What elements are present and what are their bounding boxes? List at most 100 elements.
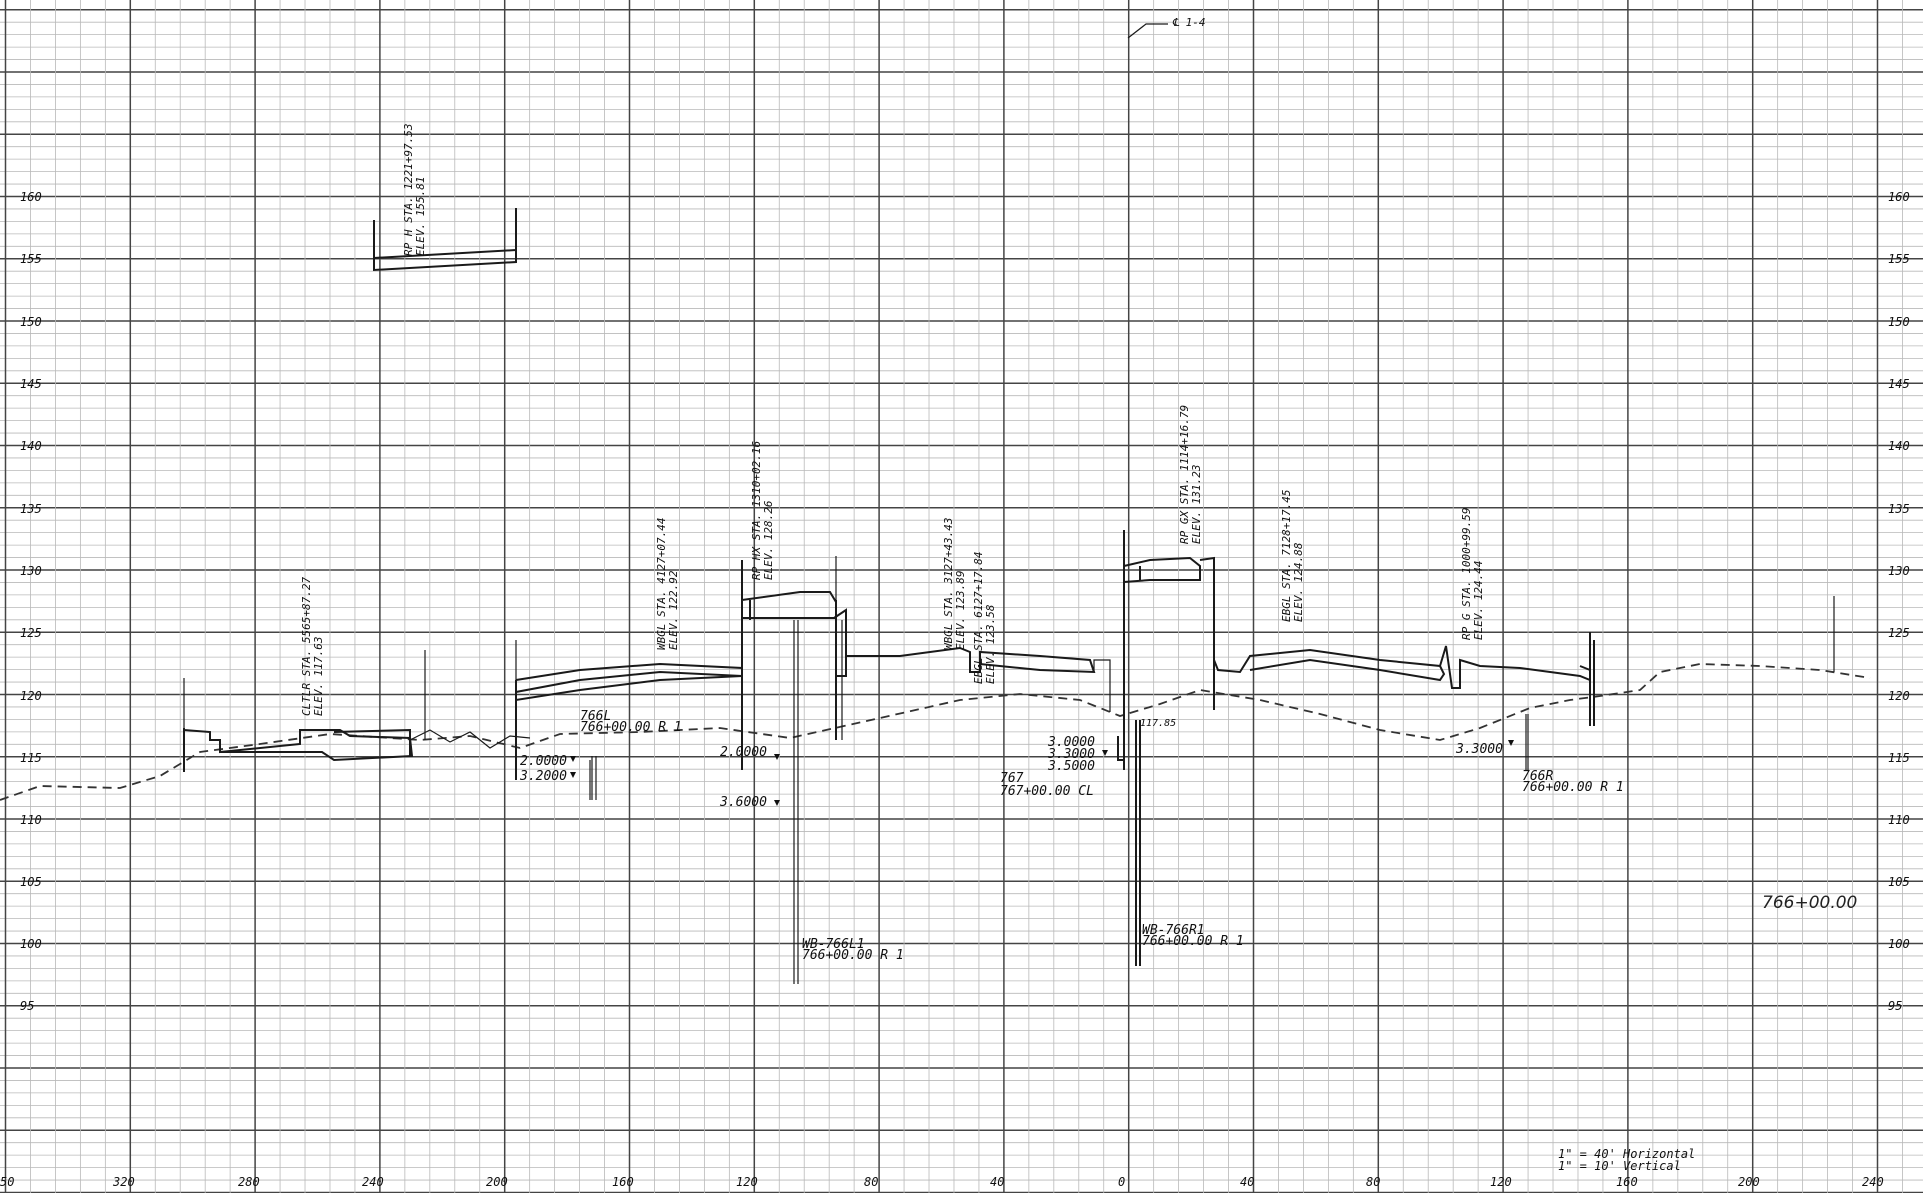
- label-line: ELEV. 124.44: [1472, 561, 1485, 640]
- offset-label: 40: [990, 1175, 1004, 1189]
- elev-label: 140: [20, 439, 42, 453]
- center-pier: [1093, 659, 1111, 712]
- depth-value: 3.2000: [519, 769, 567, 784]
- scale-horizontal: 1" = 40' Horizontal: [1558, 1147, 1695, 1161]
- depth-value: 3.5000: [1047, 759, 1095, 774]
- offset-label: 80: [1366, 1175, 1380, 1189]
- elev-label: 120: [20, 689, 42, 703]
- depth-value: 117.85: [1140, 718, 1176, 729]
- label-line: RP GX STA. 1114+16.79: [1178, 405, 1191, 544]
- depth-values: 2.0000 3.2000 2.0000 3.6000 3.0000 3.300…: [519, 718, 1503, 810]
- left-slope: [409, 729, 531, 749]
- label-line: ELEV. 131.23: [1190, 465, 1203, 544]
- elev-label: 140: [1888, 439, 1910, 453]
- wl-marker: [1102, 750, 1108, 756]
- profile-label-767: 767 767+00.00 CL: [1000, 771, 1094, 799]
- offset-label: 240: [362, 1175, 384, 1189]
- gx-base: [1117, 736, 1124, 761]
- offset-label: 320: [112, 1175, 135, 1189]
- left-edge-structure: [183, 728, 414, 772]
- elev-label: 145: [1888, 377, 1910, 391]
- depth-value: 2.0000: [720, 745, 767, 760]
- section-station-callout: 766+00.00: [1762, 893, 1857, 913]
- centerline-text: ℄ 1-4: [1172, 16, 1206, 29]
- label-line: ELEV. 117.63: [312, 637, 325, 716]
- label-line: CLTLR STA. 5565+87.27: [300, 577, 313, 716]
- elev-label: 125: [1888, 626, 1910, 640]
- elev-label: 125: [20, 626, 42, 640]
- depth-value: 3.3000: [1455, 742, 1503, 757]
- point-label-ebgl-sta: EBGL STA. 6127+17.84 ELEV. 123.58: [972, 545, 997, 684]
- center-left-roadway: [846, 646, 1096, 674]
- point-label-rp-hx: RP HX STA. 1310+02.16 ELEV. 128.26: [750, 434, 775, 580]
- scale-note: 1" = 40' Horizontal 1" = 10' Vertical: [1558, 1147, 1695, 1173]
- elev-label: 155: [20, 252, 42, 266]
- elev-label: 110: [1888, 813, 1910, 827]
- label-line: 766+00.00 R 1: [580, 720, 682, 735]
- profile-label-wb-766l1: WB-766L1 766+00.00 R 1: [802, 937, 904, 963]
- elev-label: 110: [20, 813, 42, 827]
- offset-label: 280: [238, 1175, 260, 1189]
- label-line: WB-766R1: [1142, 923, 1205, 938]
- depth-value: 3.0000: [1047, 735, 1095, 750]
- elev-label: 160: [20, 190, 42, 204]
- proposed-section: [183, 208, 1835, 984]
- label-line: WB-766L1: [802, 937, 865, 952]
- profile-label-766r: 766R 766+00.00 R 1: [1522, 769, 1624, 795]
- label-line: WBGL STA. 4127+07.44: [655, 518, 668, 650]
- wl-marker: [570, 756, 576, 762]
- label-line: RP HX STA. 1310+02.16: [750, 441, 763, 580]
- elev-label: 115: [1888, 751, 1910, 765]
- right-post: [1589, 632, 1595, 726]
- elev-label: 120: [1888, 689, 1910, 703]
- label-line: 766+00.00 R 1: [1142, 934, 1244, 949]
- label-line: WBGL STA. 3127+43.43: [942, 518, 955, 650]
- left-roadway-deck: [515, 662, 743, 780]
- gx-structure: [1123, 530, 1215, 770]
- offset-label: 120: [736, 1175, 758, 1189]
- offset-label: 200: [486, 1175, 508, 1189]
- elev-label: 100: [1888, 937, 1910, 951]
- left-barrier: [333, 728, 411, 756]
- offset-label: 0: [1118, 1175, 1125, 1189]
- scale-vertical: 1" = 10' Vertical: [1558, 1159, 1681, 1173]
- point-label-rp-gx: RP GX STA. 1114+16.79 ELEV. 131.23: [1178, 398, 1203, 544]
- rp-h-box: [373, 208, 517, 272]
- label-line: 766+00.00 R 1: [802, 948, 904, 963]
- label-line: ELEV. 124.88: [1292, 542, 1305, 622]
- depth-value: 3.6000: [719, 795, 767, 810]
- offset-label: 160: [1616, 1175, 1638, 1189]
- wl-marker: [570, 772, 576, 778]
- elev-label: 135: [1888, 502, 1910, 516]
- label-line: 766+00.00 R 1: [1522, 780, 1624, 795]
- label-line: 766R: [1522, 769, 1553, 784]
- elevation-labels-left: 160 155 150 145 140 135 130 125 120 115 …: [20, 190, 42, 1013]
- centerline-tag: ℄ 1-4: [1127, 16, 1206, 39]
- label-line: ELEV. 128.26: [762, 500, 775, 580]
- offset-labels: 50 320 280 240 200 160 120 80 40 0 40 80…: [0, 1175, 1884, 1189]
- label-line: 767: [1000, 771, 1024, 786]
- offset-label: 240: [1862, 1175, 1884, 1189]
- elevation-labels-right: 160 155 150 145 140 135 130 125 120 115 …: [1888, 190, 1910, 1013]
- point-label-ebgl: EBGL STA. 7128+17.45 ELEV. 124.88: [1280, 483, 1305, 622]
- depth-value: 2.0000: [520, 754, 567, 769]
- label-line: ELEV. 155.81: [414, 177, 427, 256]
- elev-label: 115: [20, 751, 42, 765]
- label-line: 767+00.00 CL: [1000, 784, 1094, 799]
- label-line: RP H STA. 1221+97.53: [402, 124, 415, 256]
- wl-marker: [1508, 740, 1514, 746]
- label-line: RP G STA. 1000+99.59: [1460, 508, 1473, 640]
- offset-label: 160: [612, 1175, 634, 1189]
- elev-label: 105: [1888, 875, 1910, 889]
- 766l-pile: [591, 756, 597, 800]
- hx-posts: [835, 556, 843, 740]
- profile-label-766l: 766L 766+00.00 R 1: [580, 709, 682, 735]
- wl-marker: [774, 754, 780, 760]
- elev-label: 155: [1888, 252, 1910, 266]
- left-roadway-posts: [515, 640, 591, 800]
- point-label-rp-g: RP G STA. 1000+99.59 ELEV. 124.44: [1460, 501, 1485, 640]
- water-level-markers: [570, 740, 1514, 806]
- profile-label-wb-766r1: WB-766R1 766+00.00 R 1: [1142, 923, 1244, 949]
